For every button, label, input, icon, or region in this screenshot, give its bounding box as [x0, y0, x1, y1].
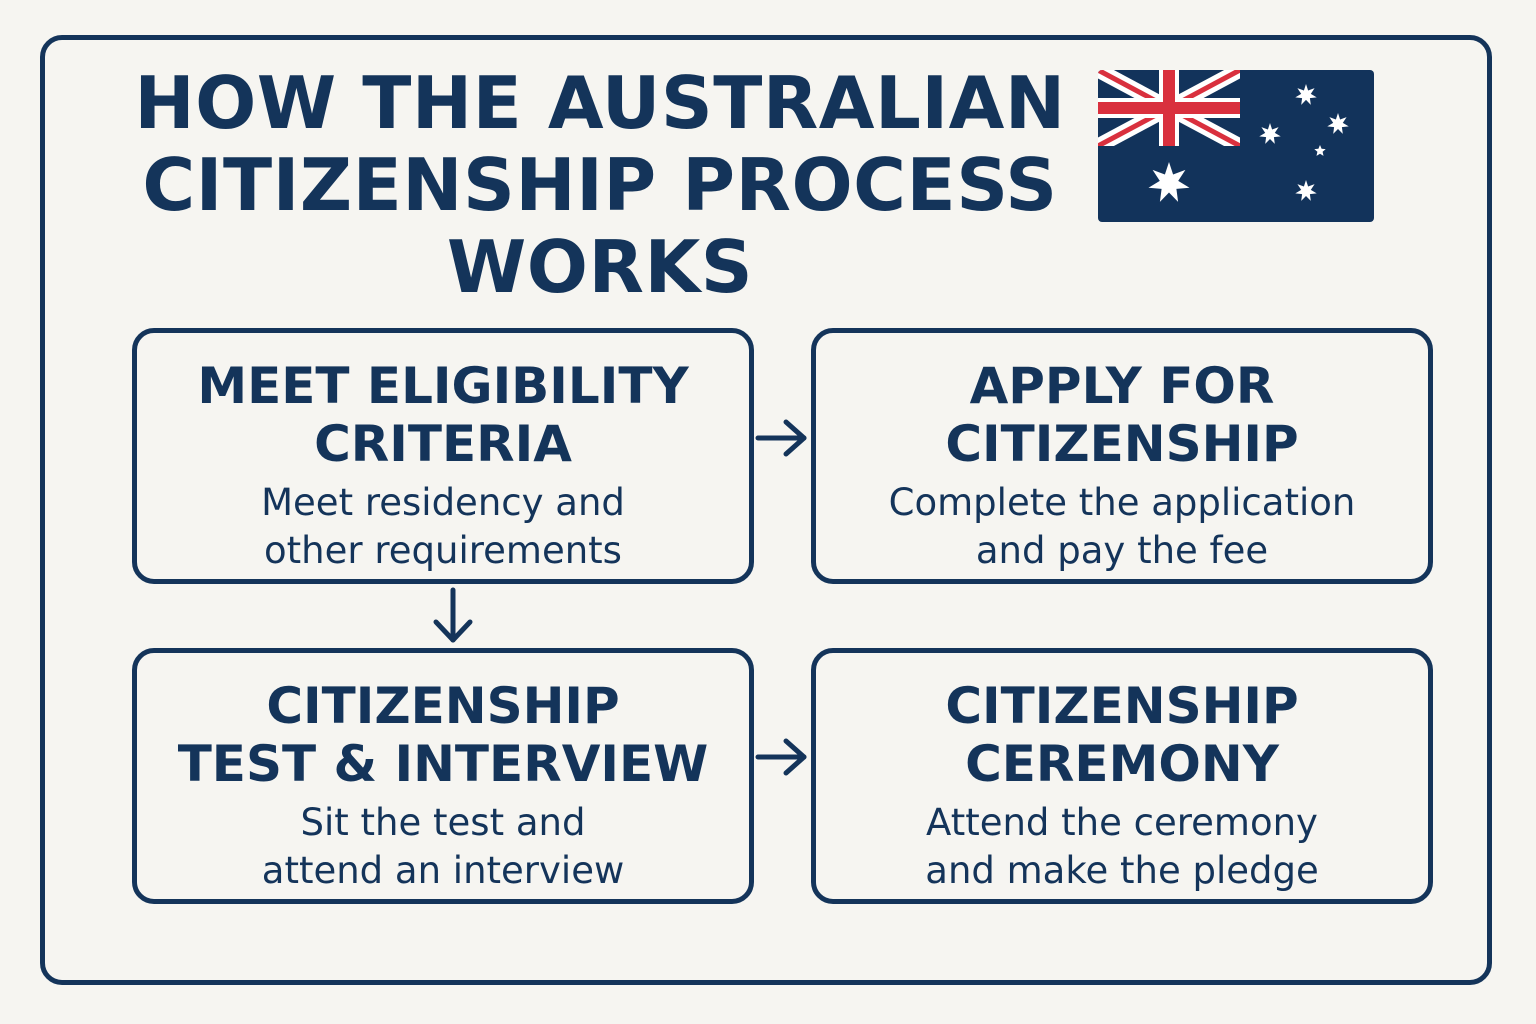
title-line-2: CITIZENSHIP PROCESS [142, 143, 1058, 227]
step-title: MEET ELIGIBILITY CRITERIA [137, 357, 749, 473]
step-description: Meet residency and other requirements [137, 479, 749, 575]
australian-flag-icon [1098, 70, 1374, 222]
star-icon [1314, 145, 1326, 156]
step-title: APPLY FOR CITIZENSHIP [816, 357, 1428, 473]
step-card-eligibility: MEET ELIGIBILITY CRITERIA Meet residency… [132, 328, 754, 584]
arrow-right-1 [755, 419, 807, 457]
step-title: CITIZENSHIP TEST & INTERVIEW [137, 677, 749, 793]
title-line-1: HOW THE AUSTRALIAN [134, 61, 1066, 145]
step-card-test-interview: CITIZENSHIP TEST & INTERVIEW Sit the tes… [132, 648, 754, 904]
step-description: Complete the application and pay the fee [816, 479, 1428, 575]
commonwealth-star-icon [1148, 162, 1190, 202]
step-description: Sit the test and attend an interview [137, 799, 749, 895]
step-title-line: CITIZENSHIP [266, 677, 620, 735]
step-card-ceremony: CITIZENSHIP CEREMONY Attend the ceremony… [811, 648, 1433, 904]
step-desc-line: and pay the fee [975, 529, 1269, 572]
step-desc-line: Meet residency and [261, 481, 625, 524]
diagram-frame [40, 35, 1492, 985]
step-title-line: APPLY FOR [969, 357, 1275, 415]
step-title-line: MEET ELIGIBILITY [197, 357, 689, 415]
step-title-line: CITIZENSHIP [945, 677, 1299, 735]
page-title: HOW THE AUSTRALIAN CITIZENSHIP PROCESS W… [110, 62, 1090, 308]
star-icon [1295, 84, 1317, 105]
title-line-3: WORKS [446, 225, 754, 309]
step-desc-line: Complete the application [888, 481, 1356, 524]
star-icon [1327, 113, 1349, 134]
step-desc-line: attend an interview [261, 849, 625, 892]
step-title-line: CRITERIA [314, 415, 572, 473]
star-icon [1259, 123, 1281, 144]
step-card-apply: APPLY FOR CITIZENSHIP Complete the appli… [811, 328, 1433, 584]
step-desc-line: Attend the ceremony [926, 801, 1318, 844]
arrow-right-2 [755, 738, 807, 776]
step-description: Attend the ceremony and make the pledge [816, 799, 1428, 895]
step-title-line: TEST & INTERVIEW [177, 735, 709, 793]
star-icon [1295, 180, 1317, 201]
step-title: CITIZENSHIP CEREMONY [816, 677, 1428, 793]
arrow-down [433, 587, 473, 643]
step-title-line: CITIZENSHIP [945, 415, 1299, 473]
step-desc-line: other requirements [264, 529, 622, 572]
step-title-line: CEREMONY [965, 735, 1279, 793]
step-desc-line: Sit the test and [300, 801, 586, 844]
step-desc-line: and make the pledge [925, 849, 1319, 892]
